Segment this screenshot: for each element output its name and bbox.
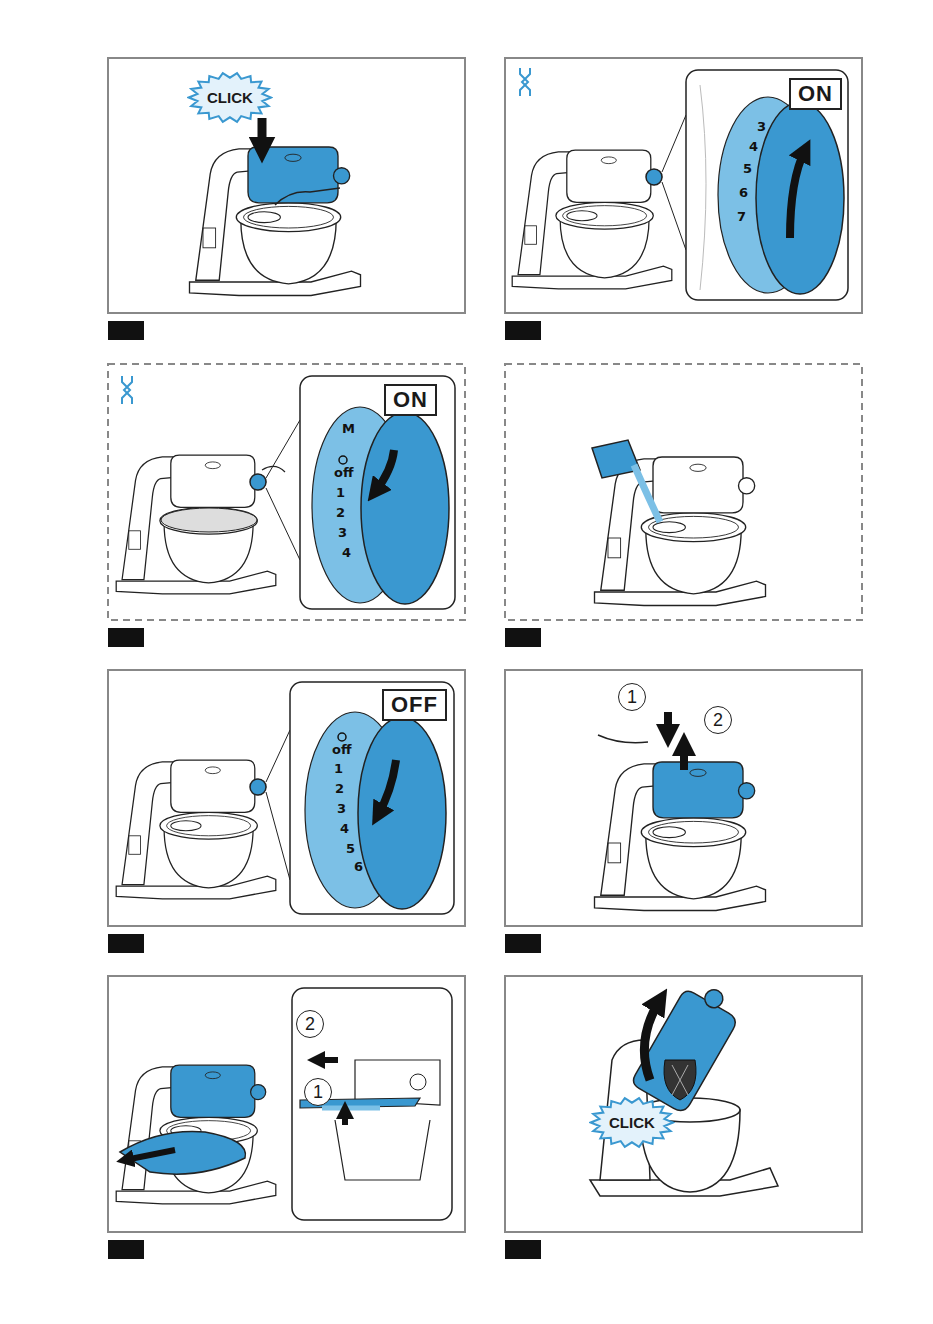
node-text: CLICK [609, 1114, 655, 1131]
dial-marking: 6 [739, 186, 748, 200]
dial-marking: M [342, 422, 355, 436]
dial-marking: 3 [337, 802, 346, 816]
dial-marking: 1 [336, 486, 345, 500]
callout-number: 2 [296, 1010, 324, 1038]
node-text: 2 [713, 710, 723, 731]
click-burst: CLICK [589, 1096, 675, 1149]
on-badge: ON [789, 78, 842, 110]
node-text: 1 [627, 687, 637, 708]
dial-marking: 3 [338, 526, 347, 540]
node-text: ON [798, 81, 833, 107]
off-badge: OFF [382, 689, 447, 721]
node-text: 1 [313, 1082, 323, 1103]
on-badge: ON [384, 384, 437, 416]
node-text: OFF [391, 692, 438, 718]
node-text: 2 [305, 1014, 315, 1035]
callout-number: 1 [618, 683, 646, 711]
dial-marking: off [332, 743, 351, 757]
dial-marking: 2 [335, 782, 344, 796]
dial-marking: 4 [749, 140, 758, 154]
dial-marking: 6 [354, 860, 363, 874]
node-text: ON [393, 387, 428, 413]
dial-marking: off [334, 466, 353, 480]
dial-marking: 4 [342, 546, 351, 560]
node-text: CLICK [207, 89, 253, 106]
dial-marking: 4 [340, 822, 349, 836]
dial-marking: 2 [336, 506, 345, 520]
click-burst: CLICK [187, 71, 273, 124]
callout-number: 1 [304, 1078, 332, 1106]
dial-marking: 1 [334, 762, 343, 776]
dial-marking: 7 [737, 210, 746, 224]
dial-marking: 3 [757, 120, 766, 134]
callout-number: 2 [704, 706, 732, 734]
dial-marking: 5 [743, 162, 752, 176]
dial-marking: 5 [346, 842, 355, 856]
